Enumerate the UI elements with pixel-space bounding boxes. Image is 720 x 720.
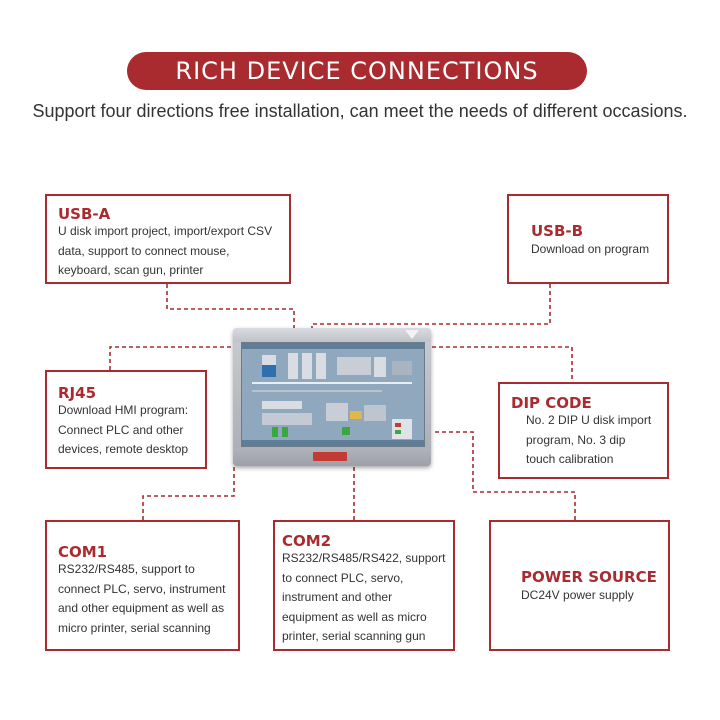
dip-code-line: No. 2 DIP U disk import [526,413,652,427]
title-banner: RICH DEVICE CONNECTIONS [127,52,587,90]
dip-code-title: DIP CODE [511,394,592,412]
com1-description: RS232/RS485, support to connect PLC, ser… [58,560,225,638]
usb-b-line: Download on program [531,242,650,256]
com2-line: equipment as well as micro [282,609,427,624]
brand-logo-icon [405,330,419,339]
dip-code-box: DIP CODE No. 2 DIP U disk import program… [498,382,669,479]
com1-title: COM1 [58,543,108,561]
power-source-description: DC24V power supply [521,586,634,606]
com2-title: COM2 [282,532,332,550]
power-connector [432,431,576,520]
power-source-line: DC24V power supply [521,588,634,602]
page-subtitle: Support four directions free installatio… [32,101,688,121]
com2-line: printer, serial scanning gun [282,629,426,643]
rj45-description: Download HMI program: Connect PLC and ot… [58,401,188,460]
usb-a-title: USB-A [58,205,111,223]
rj45-title: RJ45 [58,384,97,402]
usb-a-connector [166,284,295,330]
rj45-line: devices, remote desktop [58,442,189,456]
brand-plate [313,452,347,461]
usb-b-connector [311,284,551,330]
com1-line: micro printer, serial scanning [58,620,211,635]
hmi-device-image [233,328,431,466]
usb-a-box: USB-A U disk import project, import/expo… [45,194,291,284]
rj45-box: RJ45 Download HMI program: Connect PLC a… [45,370,207,469]
power-source-box: POWER SOURCE DC24V power supply [489,520,670,651]
dip-code-line: touch calibration [526,452,614,466]
rj45-connector [109,346,236,370]
usb-a-line: keyboard, scan gun, printer [58,263,204,277]
com2-line: to connect PLC, servo, [282,570,404,585]
power-source-title: POWER SOURCE [521,568,657,586]
dip-code-line: program, No. 3 dip [526,432,626,447]
com2-box: COM2 RS232/RS485/RS422, support to conne… [273,520,455,651]
rj45-line: Download HMI program: [58,403,189,417]
usb-b-description: Download on program [531,240,649,260]
usb-b-title: USB-B [531,222,584,240]
usb-a-line: data, support to connect mouse, [58,243,230,258]
com1-line: connect PLC, servo, instrument [58,581,226,596]
com1-line: RS232/RS485, support to [58,562,195,576]
dip-code-connector [432,346,573,382]
rj45-line: Connect PLC and other [58,422,184,437]
com1-line: and other equipment as well as [58,601,225,615]
page-title: RICH DEVICE CONNECTIONS [175,57,539,85]
com2-line: instrument and other [282,590,393,604]
com1-box: COM1 RS232/RS485, support to connect PLC… [45,520,240,651]
usb-b-box: USB-B Download on program [507,194,669,284]
usb-a-line: U disk import project, import/export CSV [58,224,273,238]
com2-line: RS232/RS485/RS422, support [282,551,446,565]
com2-description: RS232/RS485/RS422, support to connect PL… [282,549,445,647]
usb-a-description: U disk import project, import/export CSV… [58,222,272,281]
hmi-screen [241,342,425,447]
dip-code-description: No. 2 DIP U disk import program, No. 3 d… [526,411,651,470]
